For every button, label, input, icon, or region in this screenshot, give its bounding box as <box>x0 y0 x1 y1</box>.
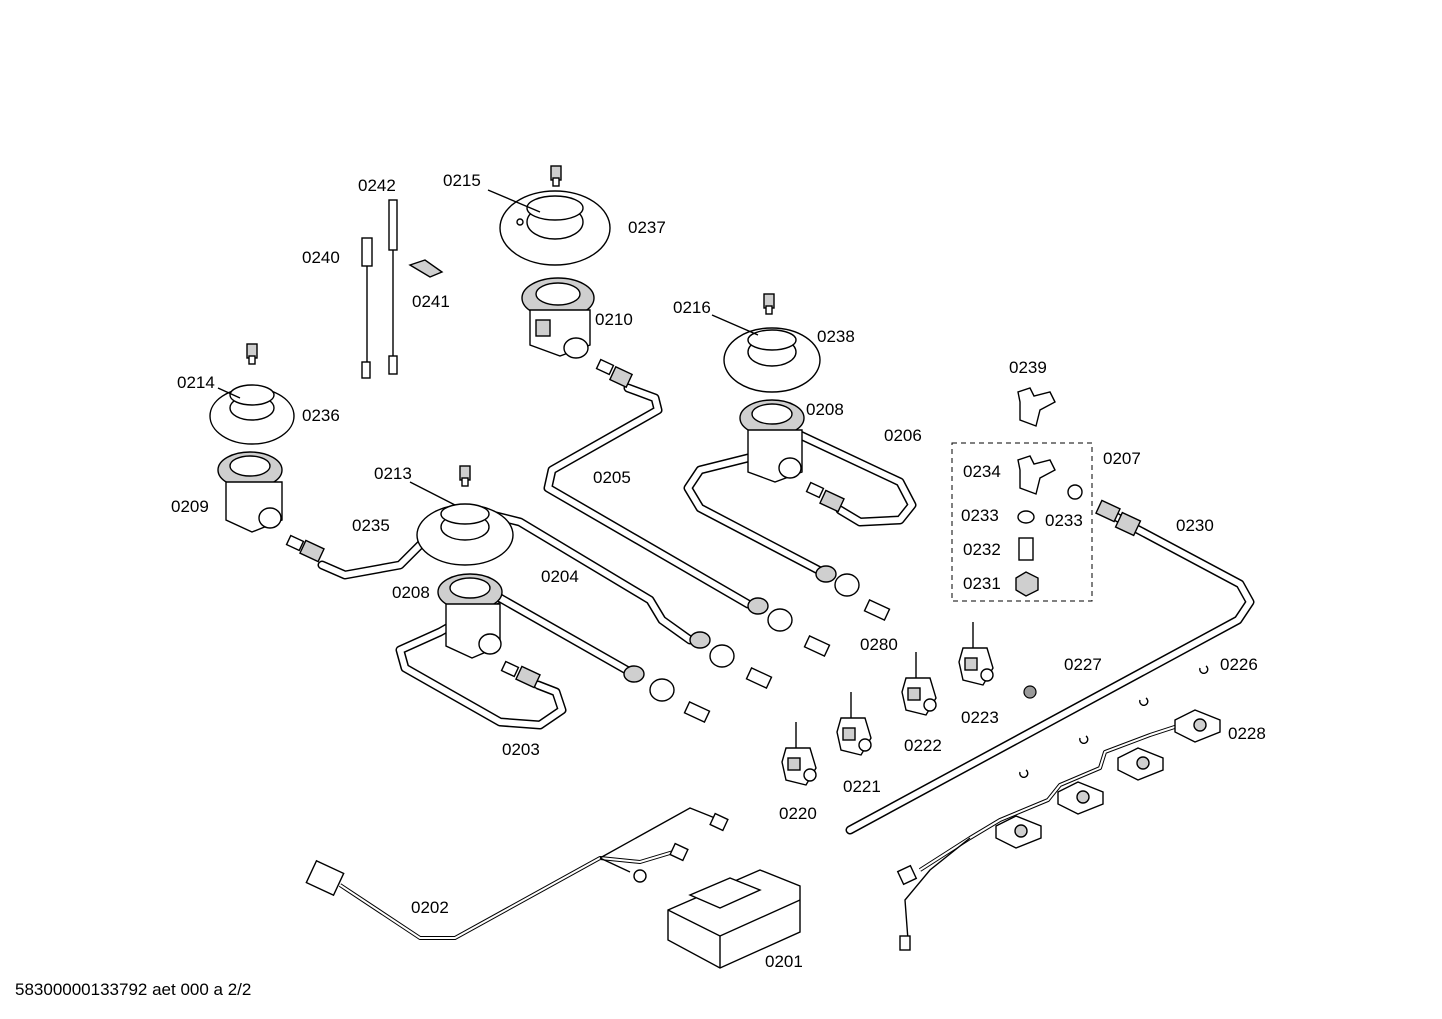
label-0280: 0280 <box>860 635 898 654</box>
label-0221: 0221 <box>843 777 881 796</box>
gas-pipe-0235 <box>317 535 430 580</box>
burner-right <box>723 293 821 483</box>
label-0236: 0236 <box>302 406 340 425</box>
label-0226: 0226 <box>1220 655 1258 674</box>
label-0228: 0228 <box>1228 724 1266 743</box>
label-0231: 0231 <box>963 574 1001 593</box>
gas-pipe-0206 <box>683 430 917 577</box>
label-0204: 0204 <box>541 567 579 586</box>
label-0235: 0235 <box>352 516 390 535</box>
part-labels: 0242 0215 0237 0240 0241 0210 0216 0238 … <box>171 171 1266 971</box>
label-0237: 0237 <box>628 218 666 237</box>
label-0234: 0234 <box>963 462 1001 481</box>
label-0220: 0220 <box>779 804 817 823</box>
label-0230: 0230 <box>1176 516 1214 535</box>
label-0240: 0240 <box>302 248 340 267</box>
label-0205: 0205 <box>593 468 631 487</box>
label-0202: 0202 <box>411 898 449 917</box>
gas-pipe-0204 <box>487 510 695 645</box>
label-0233-right: 0233 <box>1045 511 1083 530</box>
pipe-fittings <box>285 358 1142 724</box>
label-0223: 0223 <box>961 708 999 727</box>
label-0216: 0216 <box>673 298 711 317</box>
label-0233-left: 0233 <box>961 506 999 525</box>
label-0215: 0215 <box>443 171 481 190</box>
label-0209: 0209 <box>171 497 209 516</box>
ignition-wiring <box>896 665 1221 951</box>
label-0214: 0214 <box>177 373 215 392</box>
gas-valves <box>781 622 994 786</box>
thermocouple-set <box>361 199 444 379</box>
label-0208-centre: 0208 <box>392 583 430 602</box>
label-0241: 0241 <box>412 292 450 311</box>
wire-harness-0202 <box>305 807 729 940</box>
ignition-module-0201 <box>667 869 801 969</box>
label-0210: 0210 <box>595 310 633 329</box>
burner-left <box>209 343 295 533</box>
label-0206: 0206 <box>884 426 922 445</box>
label-0227: 0227 <box>1064 655 1102 674</box>
burner-centre <box>416 465 514 659</box>
label-0203: 0203 <box>502 740 540 759</box>
gas-pipe-0205 <box>543 383 753 609</box>
label-0213: 0213 <box>374 464 412 483</box>
label-0232: 0232 <box>963 540 1001 559</box>
label-0201: 0201 <box>765 952 803 971</box>
leader-lines <box>217 189 759 506</box>
label-0207: 0207 <box>1103 449 1141 468</box>
label-0208-right: 0208 <box>806 400 844 419</box>
label-0239: 0239 <box>1009 358 1047 377</box>
connection-kit-0207 <box>951 387 1093 602</box>
burner-top <box>499 165 611 359</box>
label-0238: 0238 <box>817 327 855 346</box>
label-0222: 0222 <box>904 736 942 755</box>
document-reference: 58300000133792 aet 000 a 2/2 <box>15 980 252 999</box>
gas-rail-0230 <box>845 507 1255 835</box>
label-0242: 0242 <box>358 176 396 195</box>
gas-pipe-0203 <box>395 593 635 730</box>
